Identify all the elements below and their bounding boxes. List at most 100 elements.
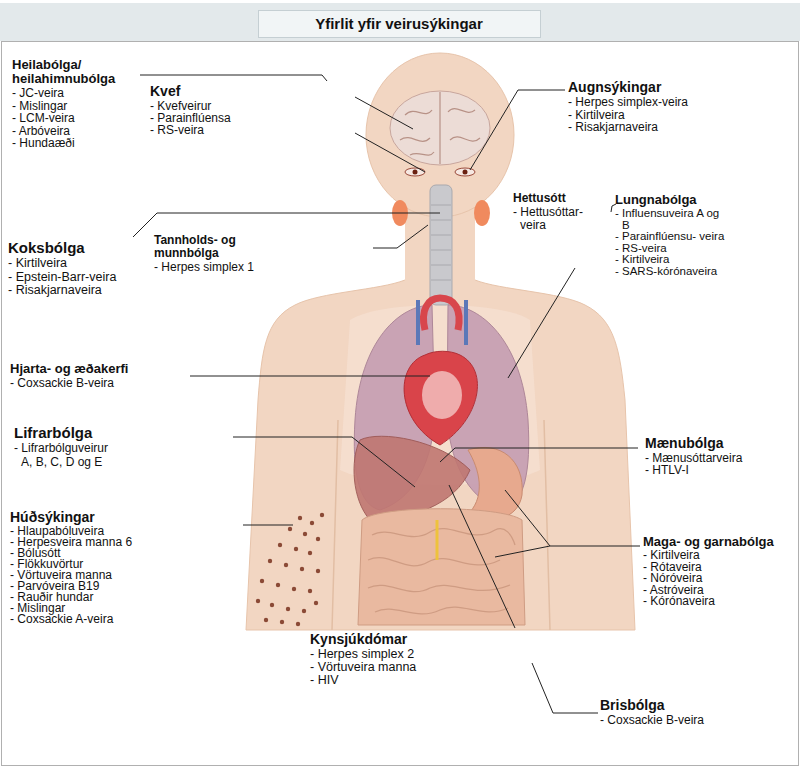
virus-item: - Mislingar: [10, 603, 160, 614]
virus-item: - Mænusóttarveira: [645, 452, 785, 464]
leader-line: [495, 546, 550, 557]
leader-line: [140, 75, 327, 81]
skin-spot: [320, 513, 324, 517]
virus-item: - Risakjarnaveira: [8, 284, 148, 298]
heart: [404, 351, 477, 445]
virus-item: - HIV: [310, 674, 460, 687]
infection-heading: Mænubólga: [645, 436, 785, 451]
infection-heading: Augnsýkingar: [568, 80, 718, 95]
stomach: [468, 447, 522, 519]
virus-item: - Kirtilveira: [643, 550, 798, 562]
infection-heading: Brisbólga: [600, 698, 750, 713]
label-group: Augnsýkingar- Herpes simplex-veira- Kirt…: [568, 80, 718, 134]
vein: [418, 300, 466, 345]
label-group: Lungnabólga- Influensuveira A og B- Para…: [615, 193, 727, 277]
liver: [354, 436, 470, 520]
brain: [390, 91, 490, 165]
label-group: Maga- og garnabólga- Kirtilveira- Rótave…: [643, 535, 798, 608]
virus-item: - HTLV-I: [645, 464, 785, 476]
leader-line: [233, 437, 415, 487]
infection-heading: Húðsýkingar: [10, 510, 160, 525]
label-group: Brisbólga- Coxsackie B-veira: [600, 698, 750, 727]
virus-item: - Kirtilveira: [615, 254, 727, 266]
intestine-loops: [368, 529, 515, 614]
eye: [405, 168, 425, 176]
virus-item: - JC-veira: [12, 87, 142, 100]
body-silhouette: [246, 280, 635, 630]
virus-item: - Kirtilveira: [568, 109, 718, 122]
skin-spot: [298, 516, 302, 520]
leader-line: [505, 490, 640, 546]
skin-spot: [284, 563, 288, 567]
heart-highlight: [422, 371, 462, 419]
infection-heading: Lungnabólga: [615, 193, 727, 207]
leader-line: [190, 376, 430, 377]
skin-spots: [256, 513, 324, 626]
label-group: Kynsjúkdómar- Herpes simplex 2- Vörtuvei…: [310, 632, 460, 687]
leader-line: [243, 525, 293, 526]
title-frame: [259, 11, 541, 38]
leader-line: [355, 133, 425, 172]
trachea-rings: [431, 205, 451, 280]
leader-line: [355, 97, 413, 129]
virus-item: - Nóróveira: [643, 573, 798, 585]
label-group: Mænubólga- Mænusóttarveira- HTLV-I: [645, 436, 785, 476]
virus-item: - Herpes simplex 1: [154, 261, 264, 274]
infection-heading: Hettusótt: [513, 192, 598, 205]
skin-spot: [314, 601, 318, 605]
skin-spot: [302, 609, 306, 613]
virus-item: - Coxsackie B-veira: [600, 714, 750, 727]
virus-item: - Hundaæði: [12, 137, 142, 150]
virus-item: - Herpes simplex 2: [310, 648, 460, 661]
skin-spot: [260, 579, 264, 583]
infection-heading: Kynsjúkdómar: [310, 632, 460, 647]
skin-spot: [316, 569, 320, 573]
virus-item: - Mislingar: [12, 100, 142, 113]
intestines: [358, 509, 525, 625]
skin-spot: [278, 543, 282, 547]
parotid-gland: [474, 200, 490, 226]
virus-item: - Hettusóttar- veira: [513, 206, 598, 231]
spinal-cord: [436, 520, 439, 560]
skin-spot: [292, 587, 296, 591]
virus-item: - SARS-kórónaveira: [615, 266, 727, 278]
infection-heading: Maga- og garnabólga: [643, 535, 798, 549]
title-band: [0, 3, 800, 41]
virus-item: - Coxsackie A-veira: [10, 614, 160, 625]
virus-item: - Coxsackie B-veira: [10, 377, 180, 390]
skin-spot: [256, 599, 260, 603]
virus-item: - Herpesveira manna 6: [10, 537, 160, 548]
skin-spot: [270, 603, 274, 607]
eye: [455, 168, 475, 176]
skin-spot: [303, 532, 307, 536]
virus-item: - Lifrarbólguveirur A, B, C, D og E: [14, 442, 114, 469]
skin-spot: [310, 521, 314, 525]
leader-line: [508, 268, 575, 378]
skin-spot: [288, 527, 292, 531]
skin-spot: [264, 618, 268, 622]
trachea: [430, 185, 452, 305]
virus-item: - Kvefveirur: [150, 100, 260, 112]
skin-spot: [308, 551, 312, 555]
virus-item: - Kórónaveira: [643, 596, 798, 608]
label-group: Heilabólga/ heilahimnubólga- JC-veira- M…: [12, 58, 142, 150]
virus-item: - Risakjarnaveira: [568, 121, 718, 134]
virus-item: - Epstein-Barr-veira: [8, 271, 148, 285]
skin-spot: [300, 567, 304, 571]
label-group: Lifrarbólga- Lifrarbólguveirur A, B, C, …: [14, 425, 114, 469]
figure-frame: [2, 42, 799, 766]
infection-heading: Tannholds- og munnbólga: [154, 234, 264, 260]
virus-item: - Astróveira: [643, 585, 798, 597]
infection-heading: Heilabólga/ heilahimnubólga: [12, 58, 142, 86]
virus-item: - Vörtuveira manna: [310, 661, 460, 674]
skin-spot: [276, 583, 280, 587]
skin-spot: [308, 589, 312, 593]
label-group: Koksbólga- Kirtilveira- Epstein-Barr-vei…: [8, 240, 148, 298]
skin-spot: [316, 537, 320, 541]
skin-spot: [296, 622, 300, 626]
title-box: Yfirlit yfir veirusýkingar: [258, 10, 540, 37]
virus-item: - Hlaupabóluveira: [10, 526, 160, 537]
virus-item: - Parvóveira B19: [10, 581, 160, 592]
label-group: Húðsýkingar- Hlaupabóluveira- Herpesveir…: [10, 510, 160, 625]
leader-line: [532, 663, 598, 713]
